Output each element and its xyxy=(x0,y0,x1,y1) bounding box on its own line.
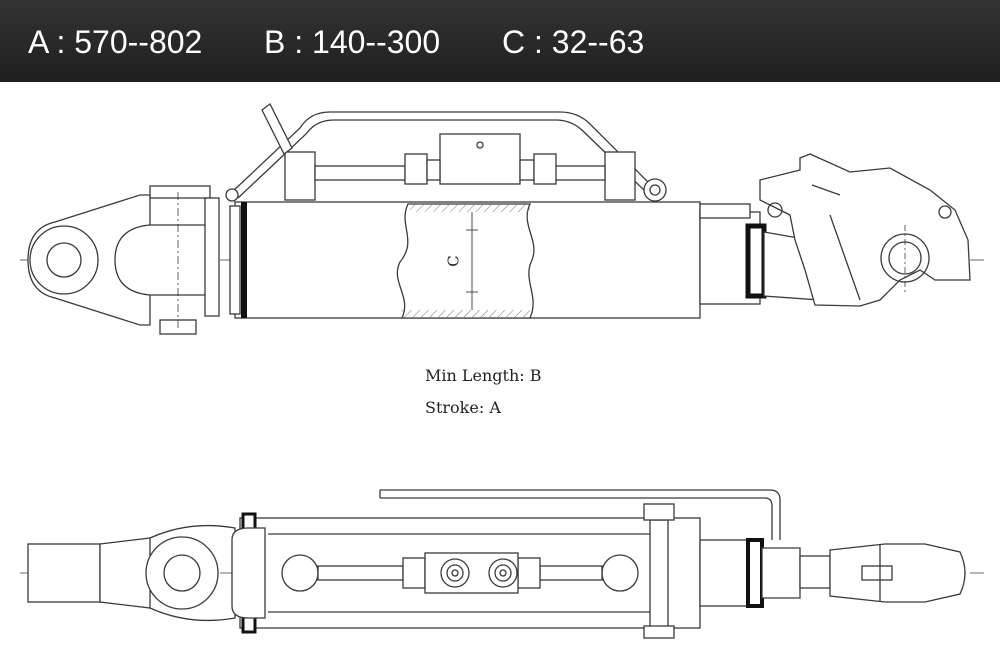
dimension-c-label: C xyxy=(444,255,463,267)
hydraulic-cylinder-drawing xyxy=(20,103,985,639)
quick-hitch-hook xyxy=(759,153,971,307)
spec-header: A : 570--802 B : 140--300 C : 32--63 xyxy=(0,0,1000,82)
top-pipe-assembly xyxy=(225,103,667,202)
spec-b: B : 140--300 xyxy=(264,24,441,60)
seal-left xyxy=(241,202,247,318)
side-view xyxy=(20,103,985,335)
left-clevis xyxy=(27,185,220,335)
stroke-note: Stroke: A xyxy=(425,398,501,417)
seal-right xyxy=(745,223,767,299)
top-view xyxy=(20,489,985,639)
pipe-top-view xyxy=(281,489,781,594)
spec-a: A : 570--802 xyxy=(28,24,203,60)
spec-c: C : 32--63 xyxy=(502,24,645,60)
min-length-note: Min Length: B xyxy=(425,366,542,385)
barrel-cutaway xyxy=(396,203,535,319)
left-eye-top-view xyxy=(27,524,236,622)
seal-right-top-view xyxy=(746,538,764,608)
